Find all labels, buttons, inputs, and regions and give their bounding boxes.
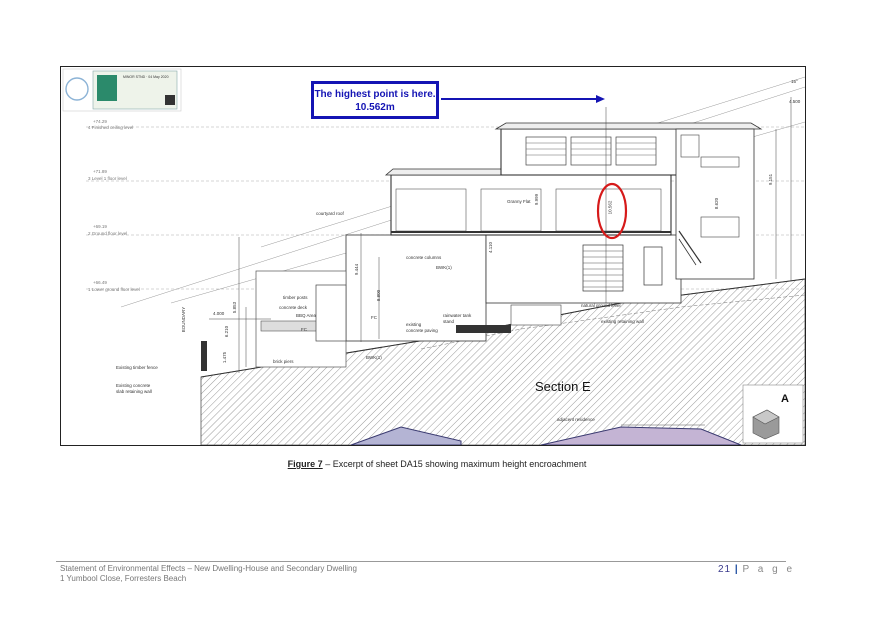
label-concrete-deck: concrete deck bbox=[279, 305, 308, 310]
section-marker: A bbox=[781, 393, 789, 405]
dim-5853: 5.853 bbox=[232, 301, 238, 314]
label-existing-concrete: Existing concrete bbox=[116, 383, 151, 388]
footer-page: 21 | P a g e bbox=[718, 564, 795, 575]
label-concrete-columns: concrete columns bbox=[406, 255, 442, 260]
footer-document-title: Statement of Environmental Effects – New… bbox=[60, 564, 357, 584]
label-fc-2: FC bbox=[371, 315, 377, 320]
page-number: 21 bbox=[718, 564, 732, 575]
dim-9151: 9.151 bbox=[768, 173, 774, 186]
label-bwk1: BWK(1) bbox=[436, 265, 452, 270]
dim-16: 16° bbox=[791, 79, 798, 84]
level-value-2: +69.19 bbox=[93, 224, 107, 229]
height-callout: The highest point is here. 10.562m bbox=[311, 81, 439, 119]
label-timber-posts: timber posts bbox=[283, 295, 308, 300]
level-label-4: 4 Finished ceiling level bbox=[88, 125, 134, 130]
dim-9444: 9.444 bbox=[354, 263, 360, 276]
footer-line-1: Statement of Environmental Effects – New… bbox=[60, 564, 357, 573]
label-existing-timber-fence: Existing timber fence bbox=[116, 365, 158, 370]
footer-line-2: 1 Yumbool Close, Forresters Beach bbox=[60, 574, 187, 583]
figure-caption: Figure 7 – Excerpt of sheet DA15 showing… bbox=[0, 459, 874, 469]
label-brick-piers: brick piers bbox=[273, 359, 294, 364]
dim-4000: 4.000 bbox=[213, 311, 225, 316]
figure-label: Figure 7 bbox=[287, 459, 323, 469]
label-bbq-area: BBQ Area bbox=[296, 313, 317, 318]
stamp-date: MINOR STND · 04 May 2020 bbox=[123, 75, 169, 79]
label-fc: FC bbox=[301, 327, 307, 332]
level-value-1: +66.49 bbox=[93, 280, 107, 285]
label-rainwater: rainwater tank bbox=[443, 313, 472, 318]
page-word: P a g e bbox=[742, 564, 796, 575]
label-slab-retaining: slab retaining wall bbox=[116, 389, 152, 394]
dim-8620: 8.620 bbox=[714, 197, 720, 210]
dim-10562: 10.562 bbox=[607, 200, 613, 215]
label-existing-paving-2: concrete paving bbox=[406, 328, 438, 333]
level-label-1: 1 Lower ground floor level bbox=[88, 287, 140, 292]
label-natural-ground: natural ground level bbox=[581, 303, 621, 308]
dim-9999: 9.999 bbox=[534, 193, 540, 206]
label-courtyard-roof: courtyard roof bbox=[316, 211, 344, 216]
section-drawing bbox=[62, 68, 805, 445]
section-title: Section E bbox=[535, 379, 591, 394]
caption-text: – Excerpt of sheet DA15 showing maximum … bbox=[322, 459, 587, 469]
dim-6210: 6.210 bbox=[224, 325, 230, 338]
level-label-3: 3 Level 1 floor level bbox=[88, 176, 127, 181]
label-granny-flat: Granny Flat bbox=[507, 199, 531, 204]
label-adjacent-residence: adjacent residence bbox=[557, 417, 595, 422]
label-bwk2: BWK(1) bbox=[366, 355, 382, 360]
label-existing-paving: existing bbox=[406, 322, 422, 327]
level-value-4: +74.29 bbox=[93, 119, 107, 124]
dim-8800: 8.800 bbox=[376, 289, 382, 302]
footer-divider bbox=[56, 561, 786, 562]
dim-4500: 4.500 bbox=[789, 99, 801, 104]
callout-line-1: The highest point is here. bbox=[314, 89, 436, 100]
label-rainwater-2: stand bbox=[443, 319, 455, 324]
page-separator: | bbox=[734, 564, 739, 575]
drawing-figure: The highest point is here. 10.562m MINOR… bbox=[60, 66, 806, 446]
dim-4110: 4.110 bbox=[487, 242, 493, 253]
label-existing-retaining: existing retaining wall bbox=[601, 319, 644, 324]
level-label-2: 2 Ground floor level bbox=[88, 231, 128, 236]
label-boundary: BOUNDARY bbox=[181, 306, 187, 333]
dim-1475: 1.475 bbox=[222, 351, 228, 364]
callout-line-2: 10.562m bbox=[355, 102, 395, 113]
level-value-3: +71.89 bbox=[93, 169, 107, 174]
